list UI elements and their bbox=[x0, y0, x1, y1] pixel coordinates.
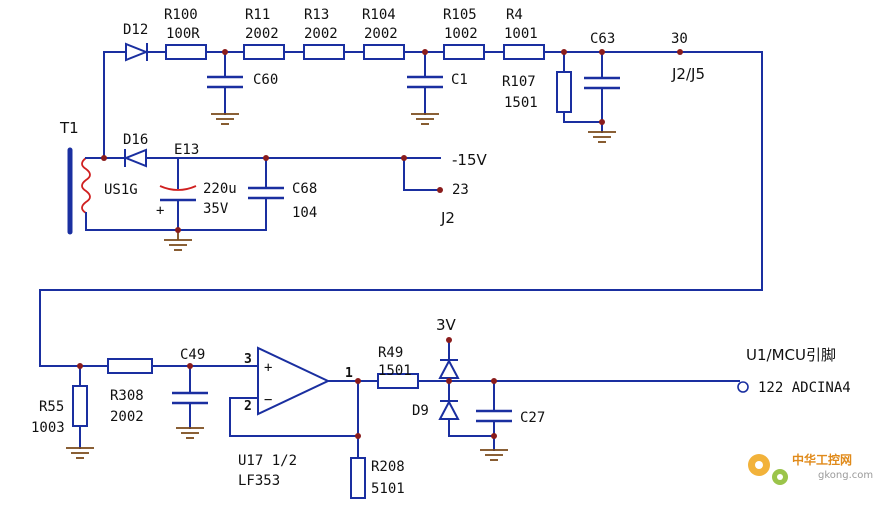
pin3-label: 3 bbox=[244, 352, 252, 367]
r105-label: R105 bbox=[443, 7, 477, 23]
u17-opamp bbox=[257, 346, 331, 416]
gkong-logo bbox=[748, 454, 788, 485]
junctions bbox=[77, 49, 683, 439]
lf353-label: LF353 bbox=[238, 473, 280, 489]
c68-value: 104 bbox=[292, 205, 317, 221]
r13-label: R13 bbox=[304, 7, 329, 23]
d12-label: D12 bbox=[123, 22, 148, 38]
wire-t1-to-d12 bbox=[103, 51, 127, 159]
pin30-label: 30 bbox=[671, 31, 688, 47]
ground-c49 bbox=[176, 427, 204, 439]
wire-d9-gnd bbox=[448, 418, 495, 437]
e13-label: E13 bbox=[174, 142, 199, 158]
ground-c27 bbox=[480, 449, 508, 461]
ground-c1 bbox=[411, 113, 439, 125]
ground-c63 bbox=[588, 131, 616, 143]
r208-value: 5101 bbox=[371, 481, 405, 497]
wire-top-rail-7 bbox=[39, 51, 763, 367]
r208-label: R208 bbox=[371, 459, 405, 475]
j2j5-label: J2/J5 bbox=[671, 65, 705, 83]
r208-resistor bbox=[350, 457, 366, 499]
e13-plus: + bbox=[156, 203, 164, 219]
opamp-minus: − bbox=[264, 392, 272, 408]
watermark-cn: 中华工控网 bbox=[792, 452, 852, 467]
mcu-pin-terminal bbox=[737, 381, 749, 393]
pin23-label: 23 bbox=[452, 182, 469, 198]
mcu-pin-label: 122 ADCINA4 bbox=[758, 380, 851, 396]
d12-diode bbox=[125, 42, 149, 62]
r11-label: R11 bbox=[245, 7, 270, 23]
neg15v-label: -15V bbox=[452, 151, 487, 169]
c49-label: C49 bbox=[180, 347, 205, 363]
d16-diode bbox=[123, 148, 147, 168]
r55-value: 1003 bbox=[31, 420, 65, 436]
r49-label: R49 bbox=[378, 345, 403, 361]
e13-voltage: 35V bbox=[203, 201, 229, 217]
v3-label: 3V bbox=[436, 316, 457, 334]
c60-label: C60 bbox=[253, 72, 278, 88]
u17-label: U17 1/2 bbox=[238, 453, 297, 469]
r308-value: 2002 bbox=[110, 409, 144, 425]
r308-label: R308 bbox=[110, 388, 144, 404]
r107-label: R107 bbox=[502, 74, 536, 90]
wire-t1-bottom bbox=[85, 212, 267, 231]
r104-label: R104 bbox=[362, 7, 396, 23]
mcu-title: U1/MCU引脚 bbox=[746, 346, 836, 364]
r104-value: 2002 bbox=[364, 26, 398, 42]
r105-value: 1002 bbox=[444, 26, 478, 42]
r105-resistor bbox=[443, 44, 485, 60]
r107-value: 1501 bbox=[504, 95, 538, 111]
r11-value: 2002 bbox=[245, 26, 279, 42]
r55-label: R55 bbox=[39, 399, 64, 415]
pin2-label: 2 bbox=[244, 399, 252, 414]
r49-value: 1501 bbox=[378, 363, 412, 379]
r4-value: 1001 bbox=[504, 26, 538, 42]
r13-resistor bbox=[303, 44, 345, 60]
wire-r107-gnd bbox=[563, 111, 603, 123]
ground-c60 bbox=[211, 113, 239, 125]
r100-resistor bbox=[165, 44, 207, 60]
opamp-plus: + bbox=[264, 360, 272, 376]
d9-upper-diode bbox=[438, 358, 460, 379]
j2-label: J2 bbox=[440, 209, 455, 227]
d16-label: D16 bbox=[123, 132, 148, 148]
c68-label: C68 bbox=[292, 181, 317, 197]
e13-curved-plate bbox=[159, 185, 197, 191]
e13-value: 220u bbox=[203, 181, 237, 197]
us1g-label: US1G bbox=[104, 182, 138, 198]
pin1-label: 1 bbox=[345, 366, 353, 381]
r11-resistor bbox=[243, 44, 285, 60]
wire-opamp-inv bbox=[229, 397, 359, 437]
ground-r55 bbox=[66, 447, 94, 459]
c63-label: C63 bbox=[590, 31, 615, 47]
t1-label: T1 bbox=[59, 119, 79, 137]
r104-resistor bbox=[363, 44, 405, 60]
r107-resistor bbox=[556, 71, 572, 113]
wire-j2-23 bbox=[403, 157, 441, 191]
c27-label: C27 bbox=[520, 410, 545, 426]
r55-resistor bbox=[72, 385, 88, 427]
watermark-url: gkong.com bbox=[818, 470, 873, 481]
r100-label: R100 bbox=[164, 7, 198, 23]
r4-resistor bbox=[503, 44, 545, 60]
t1-coil bbox=[81, 157, 91, 214]
r100-value: 100R bbox=[166, 26, 200, 42]
d9-lower-diode bbox=[438, 399, 460, 420]
d9-label: D9 bbox=[412, 403, 429, 419]
r13-value: 2002 bbox=[304, 26, 338, 42]
r308-resistor bbox=[107, 358, 153, 374]
c1-label: C1 bbox=[451, 72, 468, 88]
r4-label: R4 bbox=[506, 7, 523, 23]
